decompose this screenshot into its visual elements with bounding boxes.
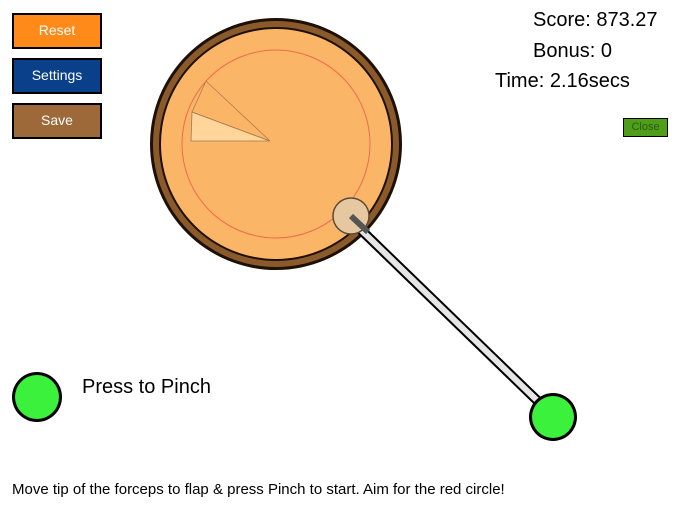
save-button[interactable]: Save: [12, 103, 102, 139]
score-readout: Score: 873.27: [533, 9, 658, 31]
forceps-shaft: [355, 224, 551, 414]
pinch-label: Press to Pinch: [82, 376, 211, 398]
reset-button[interactable]: Reset: [12, 13, 102, 49]
forceps-handle[interactable]: [532, 396, 574, 438]
time-readout: Time: 2.16secs: [495, 70, 630, 92]
instructions-text: Move tip of the forceps to flap & press …: [12, 481, 505, 498]
pinch-button[interactable]: [15, 375, 59, 419]
settings-button[interactable]: Settings: [12, 58, 102, 94]
close-button[interactable]: Close: [623, 118, 668, 137]
bonus-readout: Bonus: 0: [533, 40, 612, 62]
target-ring: [181, 49, 371, 239]
flap-outline: [191, 80, 271, 142]
forceps-jaw: [348, 213, 371, 235]
dish-surface: [161, 29, 391, 259]
